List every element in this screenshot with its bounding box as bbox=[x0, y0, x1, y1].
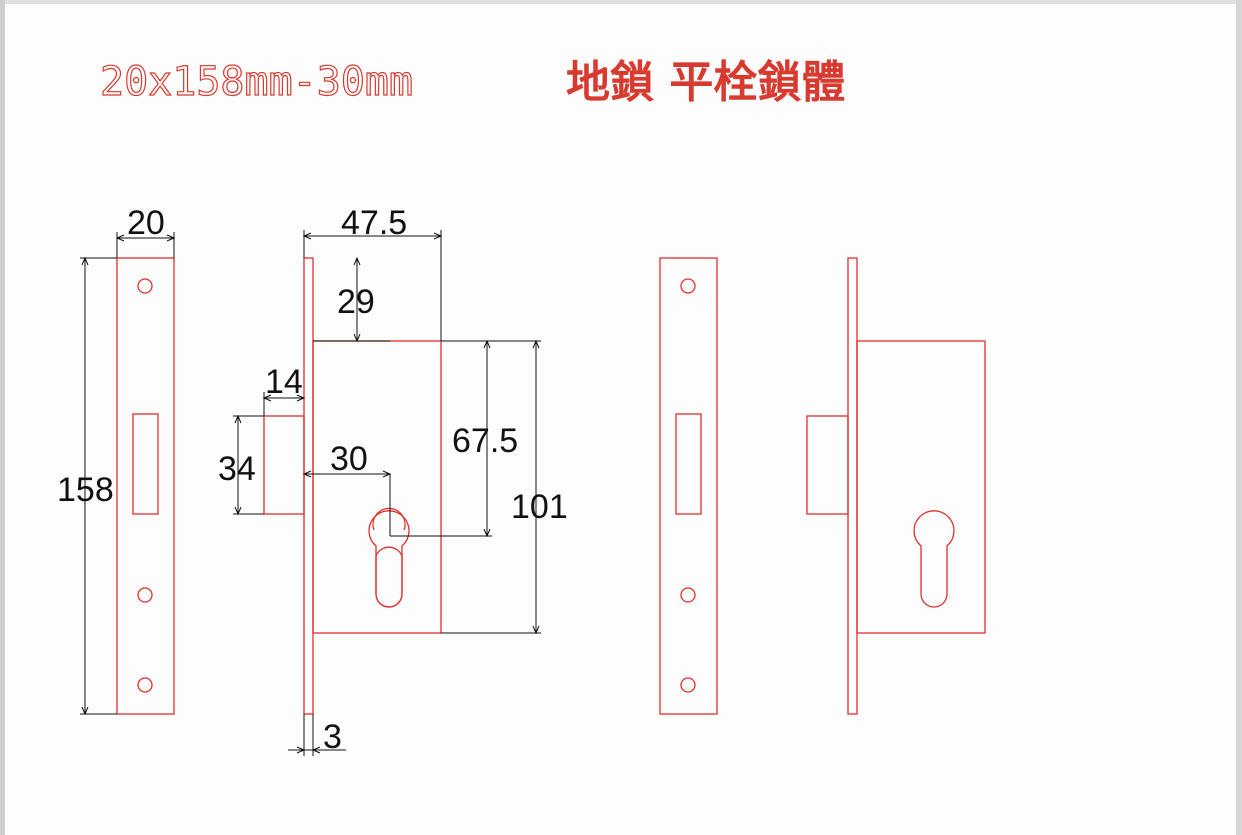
faceplate-front-view bbox=[116, 257, 175, 715]
dim-top-offset: 29 bbox=[337, 283, 375, 321]
faceplate-bolt-slot bbox=[132, 413, 159, 515]
title-spec: 20x158mm-30mm bbox=[100, 59, 413, 105]
dim-backset: 30 bbox=[330, 440, 368, 478]
faceplate-screw-hole-middle bbox=[137, 587, 153, 603]
dim-faceplate-height: 158 bbox=[57, 471, 114, 509]
faceplate-front-view-clean bbox=[659, 257, 718, 715]
side-case-outline bbox=[312, 340, 442, 634]
lock-body-side-view-clean bbox=[806, 257, 986, 715]
dim-faceplate-width: 20 bbox=[127, 204, 165, 242]
dim-faceplate-thickness: 3 bbox=[323, 718, 342, 756]
lock-body-side-view bbox=[263, 257, 442, 715]
dim-bolt-projection: 14 bbox=[265, 363, 303, 401]
dim-bolt-height: 34 bbox=[218, 450, 256, 488]
sheet-right-edge bbox=[1236, 0, 1242, 835]
side-view-dimensions bbox=[233, 230, 541, 756]
faceplate-screw-hole-top bbox=[137, 278, 153, 294]
faceplate-dimensions bbox=[80, 232, 176, 716]
dim-cylinder-center: 67.5 bbox=[452, 422, 518, 460]
side-view-cylinder-keyhole bbox=[368, 510, 410, 608]
dim-total-depth: 47.5 bbox=[341, 204, 407, 242]
title-name: 地鎖 平栓鎖體 bbox=[566, 57, 845, 108]
side-cylinder-hole bbox=[372, 507, 406, 608]
dim-case-height: 101 bbox=[511, 488, 568, 526]
side-bolt bbox=[263, 415, 305, 515]
faceplate-screw-hole-bottom bbox=[137, 677, 153, 693]
sheet-left-edge bbox=[0, 0, 5, 835]
side-faceplate bbox=[303, 257, 314, 715]
faceplate-outline bbox=[116, 257, 175, 715]
sheet-top-edge bbox=[0, 0, 1242, 4]
